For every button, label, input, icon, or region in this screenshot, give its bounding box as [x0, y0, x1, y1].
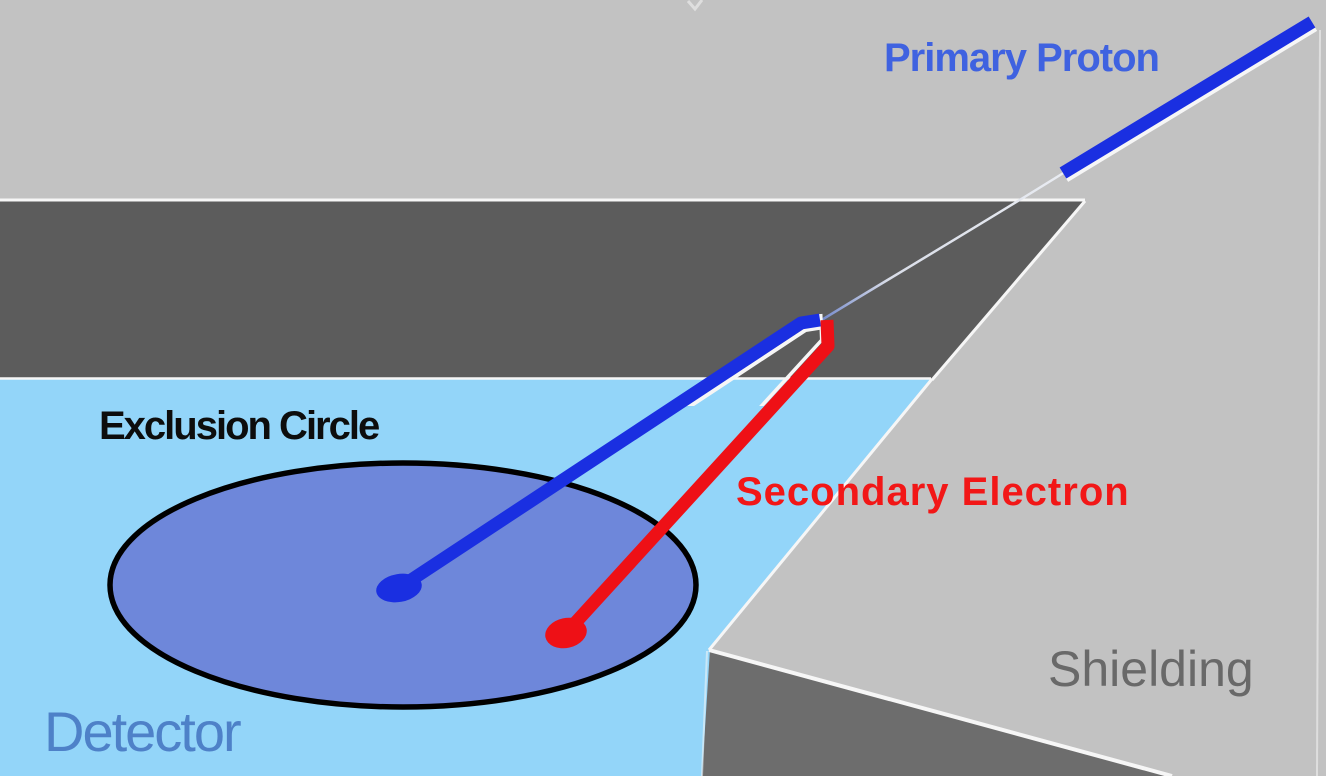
- edge-wall-diagonal: [930, 200, 1087, 381]
- edge-block-bottom-diagonal: [708, 648, 1173, 776]
- primary-proton-track-thin: [819, 170, 1066, 323]
- edge-block-corner: [701, 650, 708, 776]
- primary-proton-track-lower: [395, 313, 822, 594]
- primary-proton-label: Primary Proton: [884, 36, 1160, 80]
- detector-label: Detector: [44, 700, 242, 763]
- exclusion-circle-label: Exclusion Circle: [99, 404, 380, 448]
- proton-track-casing-lower: [686, 325, 826, 406]
- secondary-electron-label: Secondary Electron: [736, 470, 1130, 514]
- proton-track-casing-upper: [1065, 27, 1318, 182]
- shielding-label: Shielding: [1048, 641, 1254, 697]
- top-artifact-mark: [686, 0, 704, 12]
- electron-endpoint-dot: [545, 617, 587, 649]
- edge-block-left-diagonal: [707, 378, 934, 651]
- secondary-electron-track: [561, 319, 835, 638]
- proton-endpoint-dot: [376, 573, 422, 603]
- edge-right-artifact: [1316, 29, 1321, 776]
- primary-proton-track-upper: [1059, 16, 1316, 179]
- shielding-wall-region: [0, 201, 1085, 380]
